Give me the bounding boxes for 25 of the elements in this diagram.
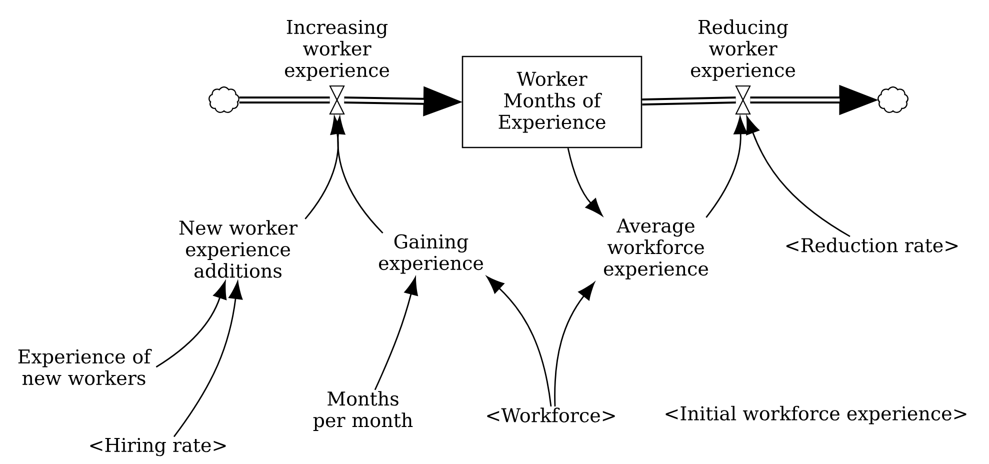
cloud-symbol (208, 86, 240, 113)
flow-label: Reducing worker experience (691, 19, 795, 81)
variable-label: Average workforce experience (604, 218, 708, 280)
variable-label: <Hiring rate> (90, 438, 226, 456)
arrow (706, 116, 748, 218)
flow-pipe (642, 96, 736, 106)
variable-label: <Workforce> (487, 408, 615, 422)
variable-label: Months per month (313, 391, 413, 431)
variable-label: <Initial workforce experience> (666, 406, 966, 424)
variable-label: New worker experience additions (179, 220, 298, 278)
arrow (486, 276, 552, 407)
arrow (156, 281, 227, 368)
variable-label: Experience of new workers (18, 348, 152, 386)
arrow (331, 116, 384, 234)
variable-label: <Reduction rate> (786, 238, 958, 252)
arrow (374, 277, 418, 390)
cloud-symbol (878, 86, 908, 113)
flow-label: Increasing worker experience (285, 20, 389, 81)
variable-label: Gaining experience (379, 234, 483, 274)
arrow (567, 148, 603, 216)
arrow (173, 281, 243, 438)
flow-pipe (239, 96, 330, 104)
stock-box: Worker Months of Experience (462, 56, 642, 148)
arrow (746, 116, 850, 238)
arrow (554, 282, 595, 406)
